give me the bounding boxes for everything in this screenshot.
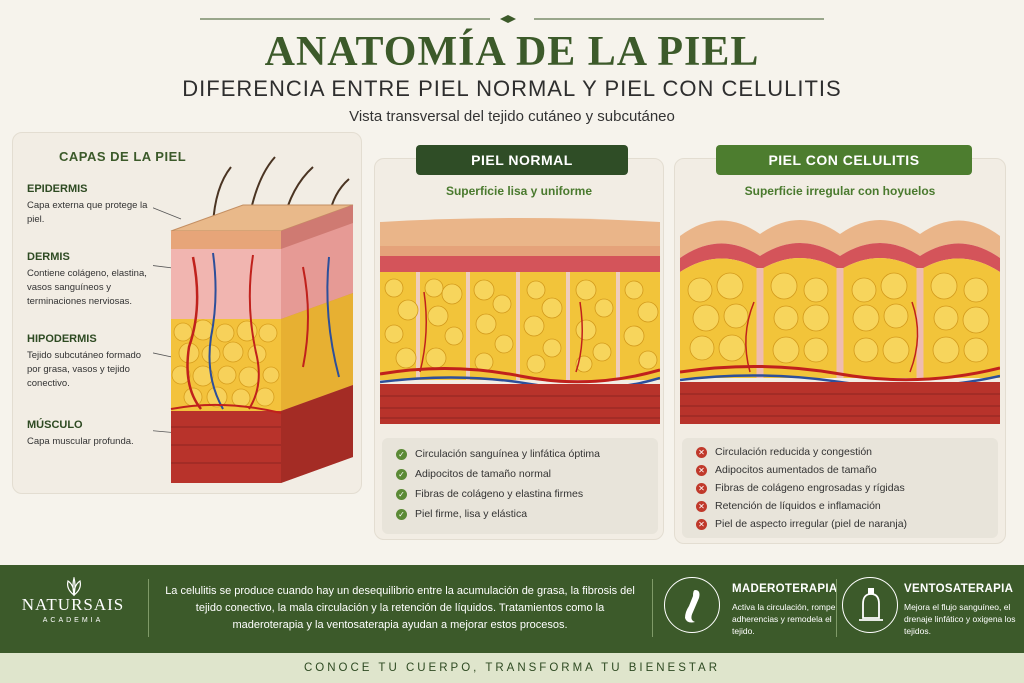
cellulite-skin-badge: PIEL CON CELULITIS	[716, 145, 972, 175]
layers-panel: CAPAS DE LA PIEL EPIDERMIS Capa externa …	[12, 132, 362, 494]
layer-hypodermis: HIPODERMIS Tejido subcutáneo formado por…	[27, 333, 157, 391]
normal-point: ✓Fibras de colágeno y elastina firmes	[396, 488, 583, 500]
wooden-tool-icon	[664, 577, 720, 633]
normal-points-box: ✓Circulación sanguínea y linfática óptim…	[382, 438, 658, 534]
therapy-desc: Mejora el flujo sanguíneo, el drenaje li…	[904, 602, 1016, 636]
layer-muscle: MÚSCULO Capa muscular profunda.	[27, 419, 157, 449]
divider	[836, 579, 837, 637]
divider	[148, 579, 149, 637]
cellulite-points-box: ✕Circulación reducida y congestión ✕Adip…	[682, 438, 998, 538]
therapy-title: VENTOSATERAPIA	[904, 583, 1014, 595]
therapy-desc: Activa la circulación, rompe adherencias…	[732, 602, 836, 636]
layer-name: MÚSCULO	[27, 419, 83, 431]
page-title: ANATOMÍA DE LA PIEL	[264, 29, 760, 75]
normal-skin-subtitle: Superficie lisa y uniforme	[445, 184, 593, 198]
page-subtitle: DIFERENCIA ENTRE PIEL NORMAL Y PIEL CON …	[182, 76, 842, 101]
layer-desc: Capa muscular profunda.	[27, 436, 134, 447]
cross-icon: ✕	[696, 446, 707, 458]
check-icon: ✓	[396, 488, 407, 500]
normal-skin-badge: PIEL NORMAL	[416, 145, 628, 175]
cellulite-point: ✕Retención de líquidos e inflamación	[696, 500, 881, 512]
check-icon: ✓	[396, 468, 407, 480]
brand-subtitle: ACADEMIA	[42, 617, 104, 624]
layer-desc: Contiene colágeno, elastina, vasos sangu…	[27, 268, 147, 307]
cellulite-point: ✕Piel de aspecto irregular (piel de nara…	[696, 518, 907, 530]
layer-epidermis: EPIDERMIS Capa externa que protege la pi…	[27, 183, 157, 227]
skin-block-illustration	[153, 156, 354, 483]
brand-logo: NATURSAIS ACADEMIA	[14, 595, 132, 624]
normal-point: ✓Circulación sanguínea y linfática óptim…	[396, 448, 600, 460]
layer-name: HIPODERMIS	[27, 333, 97, 345]
cellulite-point: ✕Circulación reducida y congestión	[696, 446, 872, 458]
brand-name: NATURSAIS	[21, 595, 125, 614]
layer-desc: Tejido subcutáneo formado por grasa, vas…	[27, 350, 142, 389]
divider	[652, 579, 653, 637]
cellulite-skin-illustration	[680, 220, 1000, 424]
cross-icon: ✕	[696, 500, 707, 512]
check-icon: ✓	[396, 508, 407, 520]
footer-band: NATURSAIS ACADEMIA La celulitis se produ…	[0, 565, 1024, 653]
check-icon: ✓	[396, 448, 407, 460]
layer-dermis: DERMIS Contiene colágeno, elastina, vaso…	[27, 251, 157, 309]
layer-name: DERMIS	[27, 251, 70, 263]
tagline-bar: CONOCE TU CUERPO, TRANSFORMA TU BIENESTA…	[0, 653, 1024, 683]
cross-icon: ✕	[696, 518, 707, 530]
top-ornament	[200, 15, 824, 23]
leaf-logo-icon	[67, 577, 81, 597]
footer-text: La celulitis se produce cuando hay un de…	[165, 585, 635, 631]
cross-icon: ✕	[696, 464, 707, 476]
cellulite-point: ✕Adipocitos aumentados de tamaño	[696, 464, 877, 476]
cross-icon: ✕	[696, 482, 707, 494]
normal-point: ✓Adipocitos de tamaño normal	[396, 468, 551, 480]
cellulite-skin-subtitle: Superficie irregular con hoyuelos	[744, 184, 936, 198]
therapy-title: MADEROTERAPIA	[732, 583, 838, 595]
cellulite-point: ✕Fibras de colágeno engrosadas y rígidas	[696, 482, 905, 494]
layer-desc: Capa externa que protege la piel.	[27, 200, 148, 225]
layers-title: CAPAS DE LA PIEL	[59, 149, 187, 164]
layer-name: EPIDERMIS	[27, 183, 88, 195]
normal-point: ✓Piel firme, lisa y elástica	[396, 508, 527, 520]
page-description: Vista transversal del tejido cutáneo y s…	[349, 108, 675, 125]
cup-icon	[842, 577, 898, 633]
normal-skin-illustration	[380, 218, 660, 424]
